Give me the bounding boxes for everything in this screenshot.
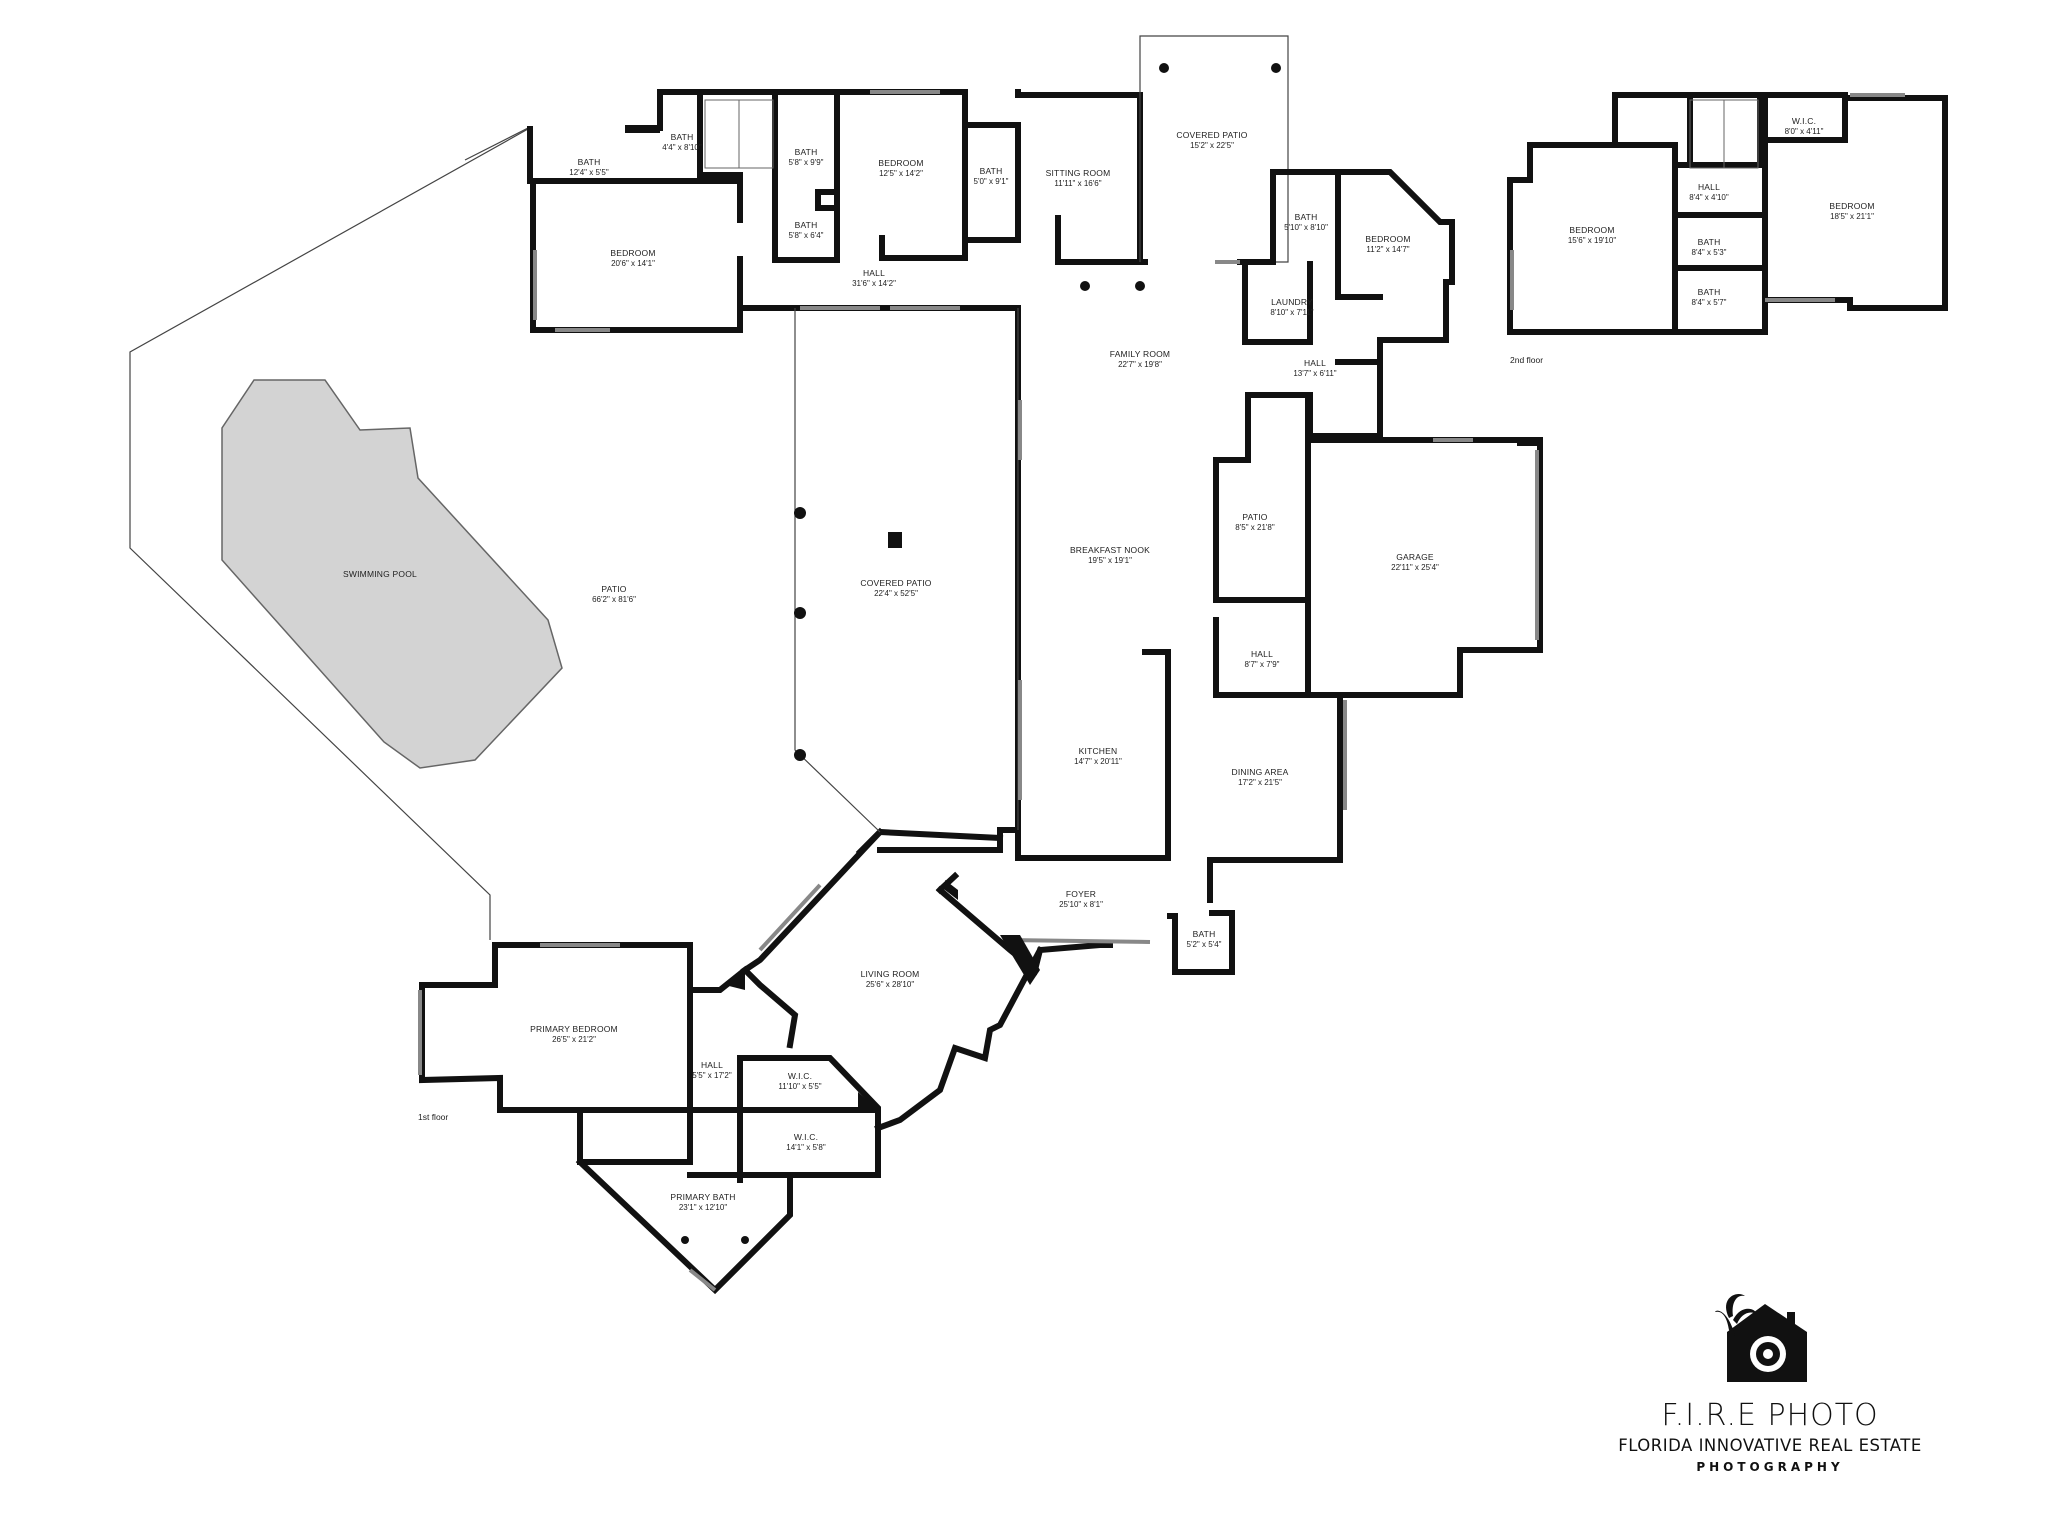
room-dimensions-dining-area: 17'2" x 21'5": [1238, 778, 1282, 787]
room-name-bath-c: BATH: [795, 147, 818, 157]
room-dimensions-bath-foyer: 5'2" x 5'4": [1187, 940, 1222, 949]
room-name-swimming-pool: SWIMMING POOL: [343, 569, 417, 579]
room-dimensions-bath-d: 5'8" x 6'4": [789, 231, 824, 240]
room-name-bath-a: BATH: [578, 157, 601, 167]
room-dimensions-hall-garage: 8'7" x 7'9": [1245, 660, 1280, 669]
room-dimensions-wic-b: 14'1" x 5'8": [786, 1143, 826, 1152]
room-name-hall-garage: HALL: [1251, 649, 1273, 659]
logo-subtitle: PHOTOGRAPHY: [1696, 1460, 1844, 1474]
room-name-kitchen: KITCHEN: [1079, 746, 1118, 756]
room-dimensions-up-wic: 8'0" x 4'11": [1785, 127, 1824, 136]
room-name-bath-d: BATH: [795, 220, 818, 230]
room-name-bath-f: BATH: [1295, 212, 1318, 222]
room-dimensions-hall-laundry: 13'7" x 6'11": [1293, 369, 1336, 378]
room-name-sitting-room: SITTING ROOM: [1046, 168, 1111, 178]
room-dimensions-bath-b: 4'4" x 8'10": [662, 143, 702, 152]
room-name-up-bath-a: BATH: [1698, 237, 1721, 247]
room-name-primary-bedroom: PRIMARY BEDROOM: [530, 1024, 618, 1034]
room-name-garage: GARAGE: [1396, 552, 1434, 562]
room-name-covered-patio-main: COVERED PATIO: [860, 578, 931, 588]
room-dimensions-foyer: 25'10" x 8'1": [1059, 900, 1103, 909]
room-name-living-room: LIVING ROOM: [861, 969, 920, 979]
covered-patio-outline: [794, 308, 1019, 833]
room-name-family-room: FAMILY ROOM: [1110, 349, 1170, 359]
stairs: [704, 99, 1759, 169]
pool-deck-outline: [129, 126, 531, 940]
room-dimensions-breakfast-nook: 19'5" x 19'1": [1088, 556, 1132, 565]
room-dimensions-living-room: 25'6" x 28'10": [866, 980, 914, 989]
room-dimensions-up-bedroom-left: 15'6" x 19'10": [1568, 236, 1616, 245]
swimming-pool-shape: [221, 379, 563, 769]
room-name-hall-top: HALL: [863, 268, 885, 278]
fire-photo-logo: F.I.R.E PHOTO FLORIDA INNOVATIVE REAL ES…: [1590, 1290, 1950, 1480]
room-dimensions-up-bath-a: 8'4" x 5'3": [1692, 248, 1727, 257]
room-name-bedroom-b: BEDROOM: [610, 248, 655, 258]
room-dimensions-laundry: 8'10" x 7'11": [1270, 308, 1313, 317]
room-dimensions-covered-patio-main: 22'4" x 52'5": [874, 589, 918, 598]
room-dimensions-patio-side: 8'5" x 21'8": [1235, 523, 1275, 532]
room-name-bedroom-c: BEDROOM: [1365, 234, 1410, 244]
first-floor-label: 1st floor: [418, 1112, 448, 1122]
room-name-up-bedroom-right: BEDROOM: [1829, 201, 1874, 211]
room-dimensions-bath-f: 5'10" x 8'10": [1284, 223, 1328, 232]
room-dimensions-bath-e: 5'0" x 9'1": [974, 177, 1009, 186]
room-name-bath-e: BATH: [980, 166, 1003, 176]
room-name-hall-laundry: HALL: [1304, 358, 1326, 368]
room-name-covered-patio-top: COVERED PATIO: [1176, 130, 1247, 140]
room-name-hall-primary: HALL: [701, 1060, 723, 1070]
first-floor-walls: [419, 35, 1543, 1295]
room-name-bedroom-a: BEDROOM: [878, 158, 923, 168]
room-dimensions-primary-bath: 23'1" x 12'10": [679, 1203, 727, 1212]
room-dimensions-garage: 22'11" x 25'4": [1391, 563, 1439, 572]
logo-tagline: FLORIDA INNOVATIVE REAL ESTATE: [1618, 1436, 1922, 1455]
second-floor-label: 2nd floor: [1510, 355, 1543, 365]
windows: [418, 90, 1539, 1292]
room-dimensions-bedroom-c: 11'2" x 14'7": [1366, 245, 1409, 254]
columns: [625, 63, 1540, 1244]
room-dimensions-family-room: 22'7" x 19'8": [1118, 360, 1162, 369]
room-dimensions-bedroom-b: 20'6" x 14'1": [611, 259, 655, 268]
room-dimensions-sitting-room: 11'11" x 16'6": [1054, 179, 1101, 188]
room-name-up-hall: HALL: [1698, 182, 1720, 192]
room-dimensions-up-bedroom-right: 18'5" x 21'1": [1830, 212, 1874, 221]
room-name-bath-b: BATH: [671, 132, 694, 142]
room-name-breakfast-nook: BREAKFAST NOOK: [1070, 545, 1150, 555]
second-floor-walls: [1507, 92, 1948, 335]
room-dimensions-up-hall: 8'4" x 4'10": [1689, 193, 1729, 202]
room-name-primary-bath: PRIMARY BATH: [670, 1192, 735, 1202]
room-name-laundry: LAUNDRY: [1271, 297, 1313, 307]
room-name-patio-main: PATIO: [601, 584, 626, 594]
room-name-up-wic: W.I.C.: [1792, 116, 1816, 126]
room-name-up-bedroom-left: BEDROOM: [1569, 225, 1614, 235]
room-dimensions-primary-bedroom: 26'5" x 21'2": [552, 1035, 596, 1044]
room-name-wic-a: W.I.C.: [788, 1071, 812, 1081]
room-dimensions-kitchen: 14'7" x 20'11": [1074, 757, 1122, 766]
room-name-wic-b: W.I.C.: [794, 1132, 818, 1142]
room-dimensions-patio-main: 66'2" x 81'6": [592, 595, 636, 604]
room-dimensions-bath-a: 12'4" x 5'5": [569, 168, 609, 177]
room-name-up-bath-b: BATH: [1698, 287, 1721, 297]
camera-house-icon: [1715, 1294, 1807, 1382]
room-dimensions-bedroom-a: 12'5" x 14'2": [879, 169, 923, 178]
room-name-patio-side: PATIO: [1242, 512, 1267, 522]
room-name-foyer: FOYER: [1066, 889, 1096, 899]
room-dimensions-covered-patio-top: 15'2" x 22'5": [1190, 141, 1234, 150]
room-dimensions-hall-primary: 5'5" x 17'2": [692, 1071, 732, 1080]
room-dimensions-bath-c: 5'8" x 9'9": [789, 158, 824, 167]
room-dimensions-wic-a: 11'10" x 5'5": [778, 1082, 821, 1091]
room-dimensions-up-bath-b: 8'4" x 5'7": [1692, 298, 1727, 307]
logo-brand: F.I.R.E PHOTO: [1661, 1398, 1879, 1433]
room-name-dining-area: DINING AREA: [1232, 767, 1289, 777]
room-dimensions-hall-top: 31'6" x 14'2": [852, 279, 896, 288]
room-name-bath-foyer: BATH: [1193, 929, 1216, 939]
